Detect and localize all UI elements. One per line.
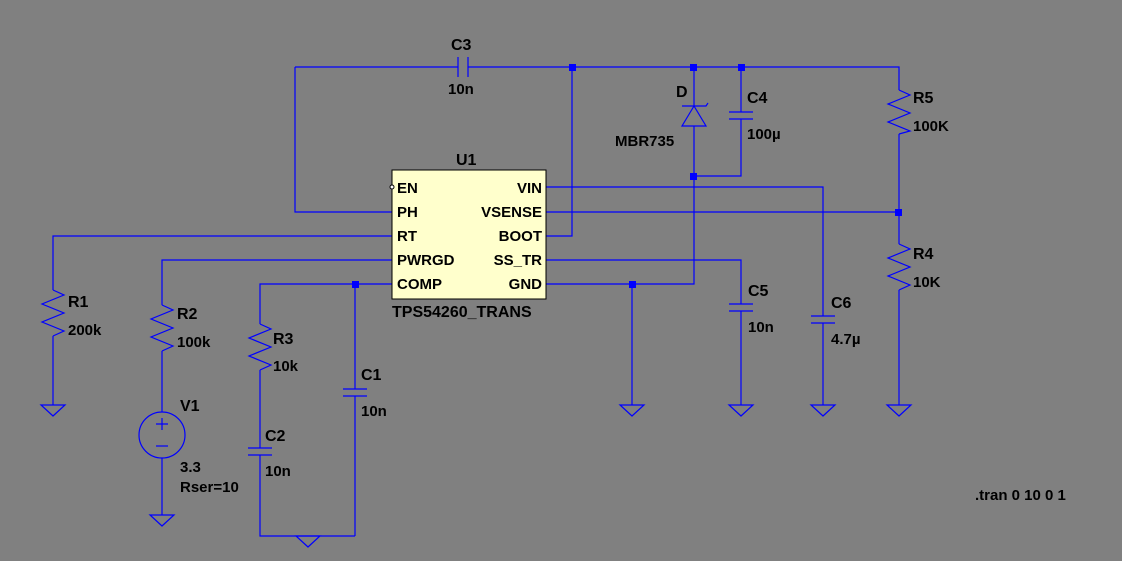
ground-icon: [809, 404, 837, 417]
pin-rt-label: RT: [397, 228, 417, 245]
c4-name-label: C4: [747, 90, 768, 107]
resistor-zigzag: [40, 289, 66, 337]
v1-name-label: V1: [180, 398, 200, 415]
diode-value-label: MBR735: [615, 133, 674, 150]
c5-value-label: 10n: [748, 319, 774, 336]
resistor-zigzag: [886, 89, 912, 135]
en-pin-marker: [389, 184, 395, 190]
r5-name-label: R5: [913, 90, 934, 107]
resistor-r1[interactable]: R1 200k: [40, 289, 102, 339]
junction-dot: [629, 281, 636, 288]
r2-value-label: 100k: [177, 334, 211, 351]
c1-name-label: C1: [361, 367, 382, 384]
ground-icon: [885, 404, 913, 417]
r1-name-label: R1: [68, 294, 89, 311]
diode-d[interactable]: D MBR735: [615, 84, 709, 150]
diode-cathode-bar: [682, 102, 709, 107]
v1-value-label: 3.3: [180, 459, 201, 476]
c6-name-label: C6: [831, 295, 852, 312]
ground-icon: [148, 514, 176, 527]
c4-value-label: 100µ: [747, 126, 781, 143]
r5-value-label: 100K: [913, 118, 949, 135]
ground-icon: [294, 535, 322, 548]
ic-body: [391, 169, 547, 300]
plus-sign: [156, 418, 168, 430]
junctions: [352, 64, 902, 288]
junction-dot: [738, 64, 745, 71]
r3-value-label: 10k: [273, 358, 299, 375]
wire-comp: [259, 283, 392, 324]
voltage-source-v1[interactable]: V1 3.3 Rser=10: [138, 398, 239, 496]
r4-name-label: R4: [913, 246, 934, 263]
resistor-r3[interactable]: R3 10k: [247, 323, 299, 375]
r4-value-label: 10K: [913, 274, 941, 291]
resistor-r2[interactable]: R2 100k: [149, 304, 211, 352]
wire-vin: [546, 186, 824, 316]
diode-triangle: [680, 104, 708, 127]
capacitor-symbol: [248, 447, 272, 456]
pin-en-label: EN: [397, 180, 418, 197]
capacitor-c1[interactable]: C1 10n: [343, 367, 387, 420]
ground-icon: [39, 404, 67, 417]
junction-dot: [352, 281, 359, 288]
junction-dot: [569, 64, 576, 71]
pin-ph-label: PH: [397, 204, 418, 221]
capacitor-symbol: [729, 303, 753, 312]
spice-directive[interactable]: .tran 0 10 0 1: [975, 487, 1066, 504]
resistor-zigzag: [886, 243, 912, 291]
c5-name-label: C5: [748, 283, 769, 300]
r3-name-label: R3: [273, 331, 294, 348]
c2-value-label: 10n: [265, 463, 291, 480]
wire-boot: [546, 67, 573, 237]
resistor-zigzag: [247, 323, 273, 371]
c1-value-label: 10n: [361, 403, 387, 420]
junction-dot: [895, 209, 902, 216]
resistor-r4[interactable]: R4 10K: [886, 243, 941, 291]
grounds: [39, 404, 913, 548]
wire-sstr: [546, 259, 742, 304]
wire-rt: [52, 235, 392, 290]
junction-dot: [690, 173, 697, 180]
diode-name-label: D: [676, 84, 688, 101]
wire-pwrgd: [161, 259, 392, 305]
c6-value-label: 4.7µ: [831, 331, 861, 348]
wire-c4-bottom: [694, 119, 742, 177]
capacitor-c3[interactable]: C3 10n: [448, 37, 474, 98]
pin-boot-label: BOOT: [499, 228, 542, 245]
voltage-source-circle: [138, 411, 186, 459]
pin-vin-label: VIN: [517, 180, 542, 197]
capacitor-c5[interactable]: C5 10n: [729, 283, 774, 336]
capacitor-symbol: [729, 111, 753, 120]
wire-c2-bottom: [259, 455, 355, 537]
ground-icon: [618, 404, 646, 417]
capacitor-c4[interactable]: C4 100µ: [729, 90, 781, 143]
c3-name-label: C3: [451, 37, 472, 54]
ic-name-label: U1: [456, 152, 477, 169]
pin-vsense-label: VSENSE: [481, 204, 542, 221]
ic-part-label: TPS54260_TRANS: [392, 304, 532, 321]
capacitor-c2[interactable]: C2 10n: [248, 428, 291, 480]
capacitor-symbol: [343, 388, 367, 397]
pin-comp-label: COMP: [397, 276, 442, 293]
resistor-zigzag: [149, 304, 175, 352]
capacitor-c6[interactable]: C6 4.7µ: [811, 295, 861, 348]
pin-gnd-label: GND: [509, 276, 543, 293]
pin-sstr-label: SS_TR: [494, 252, 543, 269]
pin-pwrgd-label: PWRGD: [397, 252, 455, 269]
v1-rser-label: Rser=10: [180, 479, 239, 496]
wire-ph-loop: [294, 67, 392, 213]
ground-icon: [727, 404, 755, 417]
r2-name-label: R2: [177, 306, 198, 323]
c3-value-label: 10n: [448, 81, 474, 98]
capacitor-symbol: [457, 57, 469, 77]
resistor-r5[interactable]: R5 100K: [886, 89, 949, 135]
r1-value-label: 200k: [68, 322, 102, 339]
c2-name-label: C2: [265, 428, 286, 445]
junction-dot: [690, 64, 697, 71]
wire-c3-right: [468, 66, 900, 90]
ic-u1[interactable]: U1 TPS54260_TRANS EN PH RT PWRGD COMP VI…: [389, 152, 547, 321]
capacitor-symbol: [811, 315, 835, 324]
